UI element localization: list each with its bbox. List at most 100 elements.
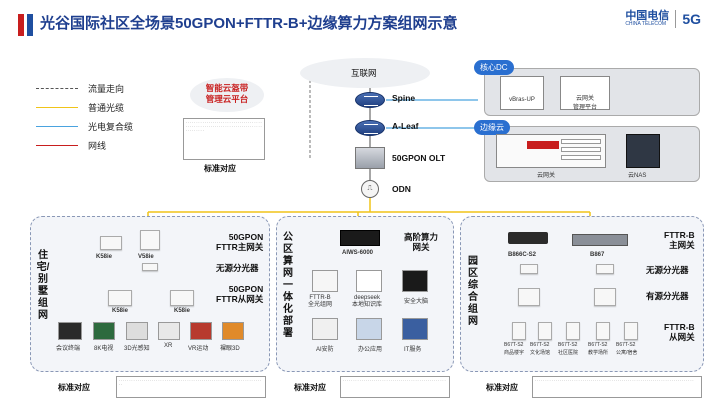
internet-cloud xyxy=(300,58,430,88)
meeting-terminal-icon xyxy=(58,322,82,340)
legend-label: 网线 xyxy=(88,141,107,151)
core-dc-badge: 核心DC xyxy=(474,60,514,75)
fttrb-main-label: FTTR-B 主网关 xyxy=(664,230,695,250)
app-label: 裸眼3D xyxy=(220,346,240,352)
internet-label: 互联网 xyxy=(351,68,377,78)
standard-label-top: 标准对应 xyxy=(204,164,236,173)
cloud-platform-label: 智能云盔带 管理云平台 xyxy=(205,83,249,104)
cloud-gateway-stack xyxy=(496,134,606,168)
ap-icon xyxy=(512,322,526,340)
residential-title: 住宅/别墅组网 xyxy=(36,250,50,321)
k58ie-sub2-icon xyxy=(170,290,194,306)
app-label: 8K电视 xyxy=(94,346,114,352)
ftr-main-label: 50GPON FTTR主网关 xyxy=(216,232,264,252)
left-splitter-label: 无源分光器 xyxy=(216,263,259,273)
cloud-gateway-label: 云网关 xyxy=(537,173,556,179)
vbras-card: vBras-UP xyxy=(500,76,544,110)
gateway-tag xyxy=(527,141,559,149)
brand-divider xyxy=(675,10,677,28)
k58ie-main-icon xyxy=(100,236,122,250)
splitter-icon xyxy=(142,263,158,271)
k58ie-sub1-icon xyxy=(108,290,132,306)
vr-sports-icon xyxy=(190,322,212,340)
standard-doc-mid: · · · · · · · · · · · · · · · · · · · · … xyxy=(340,376,450,398)
standard-label-left: 标准对应 xyxy=(58,383,90,392)
compute-gw-label: 高阶算力 网关 xyxy=(404,232,439,252)
olt-label: 50GPON OLT xyxy=(392,153,446,163)
ap-model: B67T-S2 xyxy=(558,342,578,348)
it-service-icon xyxy=(402,318,428,340)
naked-eye-3d-icon xyxy=(222,322,244,340)
v58ie-main-icon xyxy=(140,230,160,250)
public-area-title: 公区算网一体化部署 xyxy=(283,232,293,339)
legend-line-dashed xyxy=(36,88,78,89)
gw-mgmt-card: 云网关 管理平台 xyxy=(560,76,610,111)
k58ie-sub1-label: K58ie xyxy=(112,308,129,314)
legend-line-yellow xyxy=(36,107,78,108)
app-label: IT服务 xyxy=(404,347,422,353)
legend-label: 流量走向 xyxy=(88,84,125,94)
ap-place: 商品楼宇 xyxy=(504,350,525,356)
title-accent-red xyxy=(18,14,24,36)
security-brain-icon xyxy=(402,270,428,292)
active-splitter-icon-a xyxy=(518,288,540,306)
tv-8k-icon xyxy=(93,322,115,340)
standard-doc-left: · · · · · · · · · · · · · · · · · · · · … xyxy=(116,376,266,398)
legend-label: 光电复合缆 xyxy=(88,122,134,132)
ap-model: B67T-S2 xyxy=(504,342,524,348)
passive-splitter-icon-a xyxy=(520,264,538,274)
ap-place: 文化场馆 xyxy=(530,350,551,356)
cloud-nas-label: 云NAS xyxy=(628,173,647,179)
aiws-label: AIWS-6000 xyxy=(342,250,374,256)
legend-item-fiber: 普通光缆 xyxy=(36,101,124,114)
fttrb-sub-label: FTTR-B 从网关 xyxy=(664,322,695,342)
app-label: VR运动 xyxy=(188,346,209,352)
app-label: 安全大脑 xyxy=(404,299,429,305)
legend-line-red xyxy=(36,145,78,146)
brand-5g: 5G xyxy=(682,11,701,27)
standard-label-right: 标准对应 xyxy=(486,383,518,392)
k58ie-main-label: K58ie xyxy=(96,254,113,260)
ap-place: 公寓/宿舍 xyxy=(616,350,638,356)
office-app-icon xyxy=(356,318,382,340)
brand-name: 中国电信 xyxy=(625,10,670,22)
spine-label: Spine xyxy=(392,93,416,103)
brand-sub: CHINA TELECOM xyxy=(625,21,667,27)
b866c-label: B866C-S2 xyxy=(508,252,537,258)
app-label: XR xyxy=(164,343,173,349)
app-label: deepseek 本地知识库 xyxy=(352,295,383,308)
standard-label-mid: 标准对应 xyxy=(294,383,326,392)
right-active-splitter-label: 有源分光器 xyxy=(646,291,689,301)
k58ie-sub2-label: K58ie xyxy=(174,308,191,314)
right-passive-splitter-label: 无源分光器 xyxy=(646,265,689,275)
app-label: 会议终端 xyxy=(56,346,81,352)
b867-label: B867 xyxy=(590,252,605,258)
ai-camera-icon xyxy=(312,318,338,340)
ap-place: 社区医院 xyxy=(558,350,579,356)
legend-line-blue xyxy=(36,126,78,127)
aleaf-router-icon xyxy=(355,120,385,136)
standard-doc-top: · · · · · · · · · · · · · · · · · · · · … xyxy=(183,118,265,160)
odn-label: ODN xyxy=(392,184,411,194)
app-label: 办公应用 xyxy=(358,347,383,353)
gw-mgmt-label: 云网关 管理平台 xyxy=(572,96,597,111)
vbras-label: vBras-UP xyxy=(509,97,535,103)
brand-logo: 中国电信 CHINA TELECOM 5G xyxy=(625,10,701,28)
b866c-router-icon xyxy=(508,232,548,244)
light-sensing-icon xyxy=(126,322,148,340)
spine-router-icon xyxy=(355,92,385,108)
edge-cloud-badge: 边缘云 xyxy=(474,120,510,135)
nas-device-icon xyxy=(626,134,660,168)
xr-headset-icon xyxy=(158,322,180,340)
fttrb-device-icon xyxy=(312,270,338,292)
aiws-server-icon xyxy=(340,230,380,246)
ap-icon xyxy=(538,322,552,340)
app-label: FTTR-B 全光组网 xyxy=(308,295,333,308)
b867-switch-icon xyxy=(572,234,628,246)
legend-label: 普通光缆 xyxy=(88,103,125,113)
ap-icon xyxy=(624,322,638,340)
v58ie-main-label: V58ie xyxy=(138,254,154,260)
app-label: AI安防 xyxy=(316,347,334,353)
ap-model: B67T-S2 xyxy=(588,342,608,348)
campus-title: 园区综合组网 xyxy=(468,256,478,327)
